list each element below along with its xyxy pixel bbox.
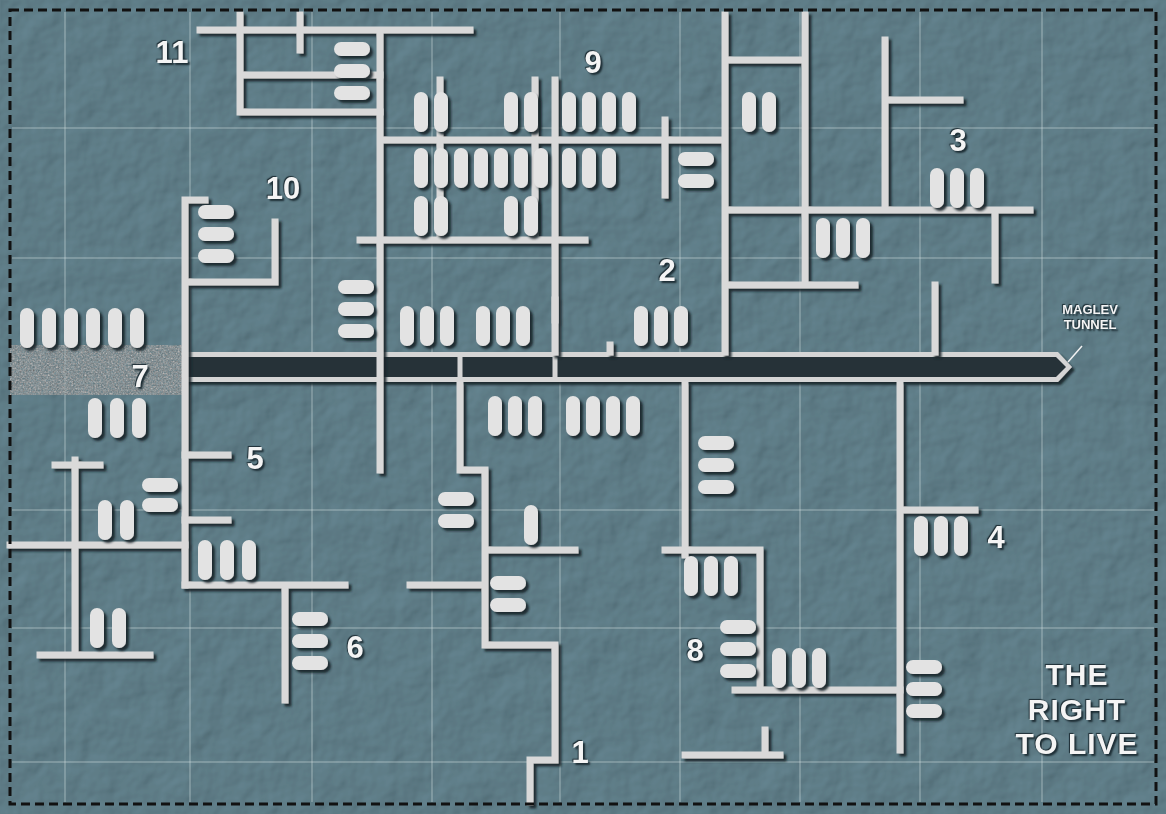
leader-line [1068,346,1082,362]
callout-number: 7 [131,361,148,392]
tunnel [182,352,1072,382]
callout-number: 4 [987,522,1004,553]
callout-number: 10 [266,173,300,204]
callout-number: 3 [949,125,966,156]
callout-number: 9 [584,47,601,78]
grid-lines [12,12,1154,802]
callout-number: 11 [156,37,189,68]
callout-number: 6 [346,632,363,663]
callout-number: 8 [686,635,703,666]
tunnel-label: MAGLEV TUNNEL [1040,303,1140,333]
map-title: THE RIGHT TO LIVE [1002,658,1152,762]
callout-number: 5 [246,443,263,474]
surface-station [10,345,182,395]
callout-number: 2 [658,255,675,286]
map-border [10,10,1156,804]
habitat-pods [20,42,984,718]
corridors [10,15,1030,802]
callout-number: 1 [571,737,588,768]
